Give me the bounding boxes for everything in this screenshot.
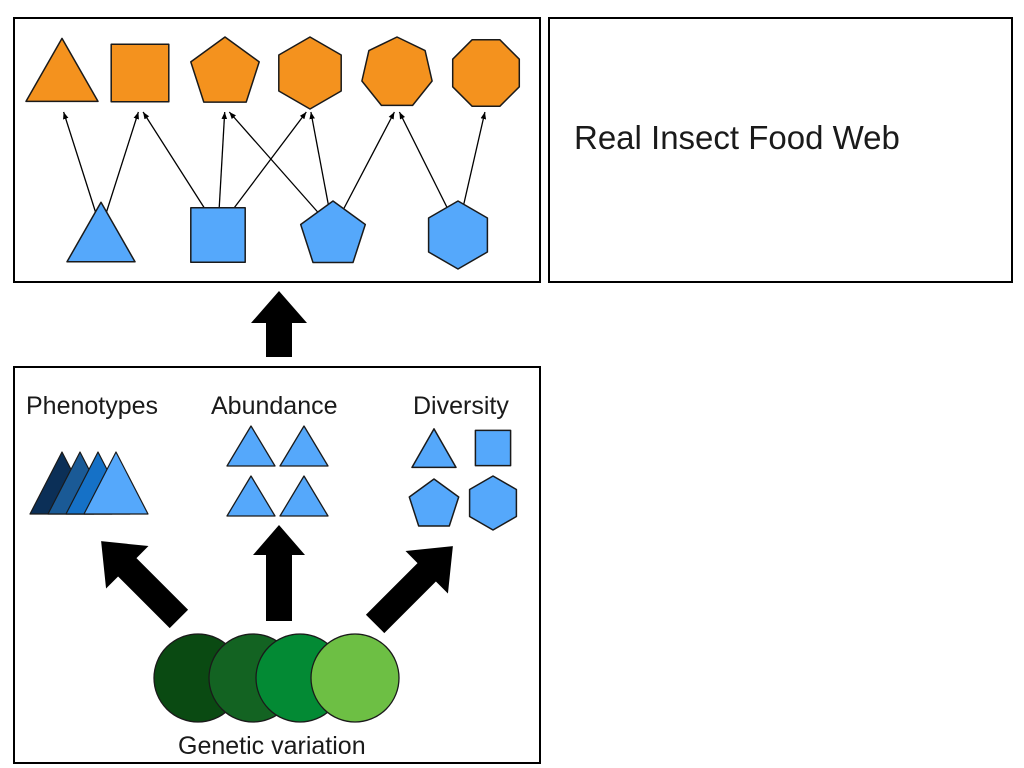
resource-triangle bbox=[66, 201, 136, 263]
diversity-arrow-icon bbox=[365, 546, 453, 634]
food-link-triangle-to-triangle bbox=[62, 111, 100, 223]
abundance-label: Abundance bbox=[211, 392, 338, 420]
food-link-square-to-hexagon bbox=[222, 111, 307, 223]
diversity-shapes bbox=[408, 428, 518, 531]
abundance-triangle bbox=[279, 475, 329, 517]
abundance-triangles bbox=[226, 425, 329, 517]
abundance-triangle bbox=[279, 425, 329, 467]
resource-pentagon bbox=[299, 200, 367, 264]
phenotypes-label: Phenotypes bbox=[26, 392, 158, 420]
resource-species bbox=[66, 200, 489, 270]
genotype-circle bbox=[310, 633, 400, 723]
diversity-triangle bbox=[411, 428, 457, 469]
diversity-pentagon bbox=[408, 478, 460, 527]
real-food-web-panel bbox=[548, 17, 1013, 283]
food-link-square-to-pentagon bbox=[217, 111, 228, 223]
abundance-triangle bbox=[226, 475, 276, 517]
consumer-species bbox=[25, 36, 521, 110]
genotype-circles bbox=[153, 633, 400, 723]
resource-square bbox=[190, 207, 246, 263]
abundance-triangle bbox=[226, 425, 276, 467]
resource-hexagon bbox=[427, 200, 489, 270]
phenotype-arrow-icon bbox=[101, 541, 189, 629]
phenotype-triangle bbox=[83, 451, 149, 515]
consumer-octagon bbox=[451, 38, 521, 108]
consumer-hexagon bbox=[278, 36, 342, 110]
up-arrow-icon bbox=[251, 291, 307, 357]
consumer-pentagon bbox=[190, 36, 260, 103]
diversity-label: Diversity bbox=[413, 392, 509, 420]
consumer-square bbox=[110, 43, 170, 103]
genetic-variation-label: Genetic variation bbox=[178, 732, 366, 760]
consumer-heptagon bbox=[361, 36, 433, 107]
food-link-triangle-to-square bbox=[102, 111, 140, 223]
abundance-arrow-icon bbox=[253, 525, 305, 621]
food-link-pentagon-to-heptagon bbox=[336, 111, 395, 223]
diversity-square bbox=[474, 429, 512, 467]
real-food-web-title: Real Insect Food Web bbox=[574, 119, 900, 156]
food-link-pentagon-to-pentagon bbox=[228, 111, 327, 223]
food-link-square-to-square bbox=[142, 111, 214, 223]
consumer-triangle bbox=[25, 37, 99, 103]
diversity-hexagon bbox=[468, 475, 518, 531]
phenotype-triangles bbox=[29, 451, 149, 515]
food-link-hexagon-to-heptagon bbox=[398, 111, 455, 223]
